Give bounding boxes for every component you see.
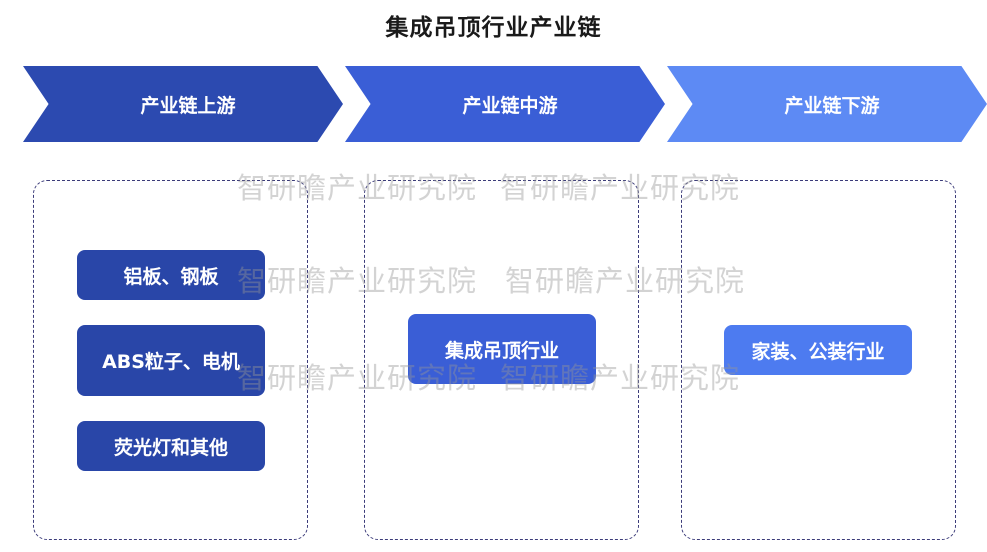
- upstream-item-abs-motor: ABS粒子、电机: [77, 325, 265, 396]
- stage-midstream: 产业链中游: [345, 66, 665, 142]
- downstream-item-decoration: 家装、公装行业: [724, 325, 912, 375]
- page-title: 集成吊顶行业产业链: [385, 15, 602, 41]
- midstream-item-integrated-ceiling: 集成吊顶行业: [408, 314, 596, 384]
- upstream-panel: [33, 180, 308, 540]
- upstream-item-metal-sheets: 铝板、钢板: [77, 250, 265, 300]
- stage-upstream: 产业链上游: [23, 66, 343, 142]
- upstream-item-lamps-other: 荧光灯和其他: [77, 421, 265, 471]
- midstream-panel: [364, 180, 639, 540]
- stage-upstream-label: 产业链上游: [140, 94, 236, 117]
- stage-downstream: 产业链下游: [667, 66, 987, 142]
- stage-midstream-label: 产业链中游: [462, 94, 558, 117]
- downstream-panel: [681, 180, 956, 540]
- stage-downstream-label: 产业链下游: [784, 94, 880, 117]
